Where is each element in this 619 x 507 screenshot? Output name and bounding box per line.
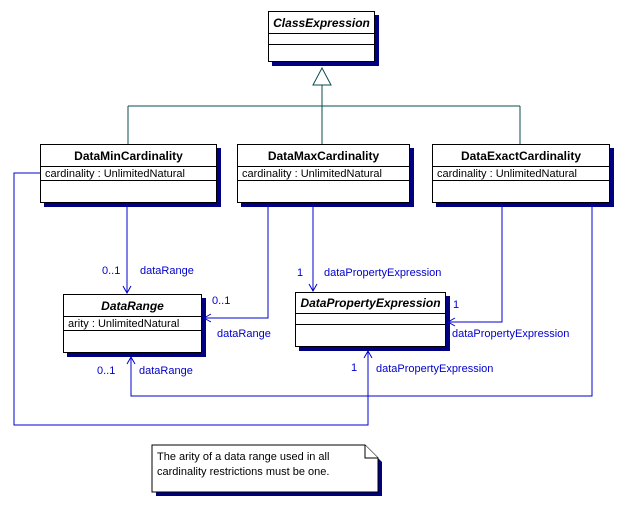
attribute-cardinality: cardinality : UnlimitedNatural xyxy=(242,167,382,180)
class-title: ClassExpression xyxy=(273,15,370,30)
multiplicity-label[interactable]: 0..1 xyxy=(212,295,231,307)
class-title: DataPropertyExpression xyxy=(300,296,441,310)
multiplicity-label[interactable]: 0..1 xyxy=(102,265,121,277)
multiplicity-label[interactable]: 1 xyxy=(453,299,460,311)
class-datamaxcardinality[interactable]: DataMaxCardinality cardinality : Unlimit… xyxy=(237,144,410,203)
multiplicity-label[interactable]: 1 xyxy=(351,362,358,374)
class-datarange[interactable]: DataRange arity : UnlimitedNatural xyxy=(63,294,202,353)
role-label[interactable]: dataRange xyxy=(217,328,271,340)
arrowhead-icon xyxy=(446,317,456,327)
multiplicity-label[interactable]: 0..1 xyxy=(97,365,116,377)
role-label[interactable]: dataPropertyExpression xyxy=(324,267,442,279)
note-line: cardinality restrictions must be one. xyxy=(157,466,330,478)
operations-compartment xyxy=(41,180,216,202)
arrowhead-icon xyxy=(202,313,212,323)
arrowhead-icon xyxy=(363,349,373,359)
attributes-compartment: cardinality : UnlimitedNatural xyxy=(238,166,409,180)
attribute-cardinality: cardinality : UnlimitedNatural xyxy=(45,167,185,180)
role-label[interactable]: dataPropertyExpression xyxy=(452,328,570,340)
attribute-cardinality: cardinality : UnlimitedNatural xyxy=(437,167,577,180)
attributes-compartment: arity : UnlimitedNatural xyxy=(64,316,201,330)
assoc-max-datapropertyexpression[interactable] xyxy=(308,203,318,293)
class-classexpression[interactable]: ClassExpression xyxy=(268,11,375,62)
attributes-compartment: cardinality : UnlimitedNatural xyxy=(41,166,216,180)
operations-compartment xyxy=(64,330,201,352)
operations-compartment xyxy=(269,44,374,61)
generalization-triangle-icon xyxy=(312,66,332,86)
operations-compartment xyxy=(238,180,409,202)
class-title: DataMinCardinality xyxy=(74,148,183,163)
generalization-links[interactable] xyxy=(127,66,521,144)
role-label[interactable]: dataRange xyxy=(139,365,193,377)
arrowhead-icon xyxy=(122,285,132,295)
class-datamincardinality[interactable]: DataMinCardinality cardinality : Unlimit… xyxy=(40,144,217,203)
arrowhead-icon xyxy=(308,283,318,293)
class-dataexactcardinality[interactable]: DataExactCardinality cardinality : Unlim… xyxy=(432,144,610,203)
operations-compartment xyxy=(296,324,445,346)
assoc-min-datarange[interactable] xyxy=(122,203,132,295)
class-title: DataMaxCardinality xyxy=(267,148,380,163)
class-title: DataExactCardinality xyxy=(460,148,582,163)
attributes-compartment: cardinality : UnlimitedNatural xyxy=(433,166,609,180)
arrowhead-icon xyxy=(126,355,136,365)
attributes-compartment xyxy=(296,313,445,324)
class-datapropertyexpression[interactable]: DataPropertyExpression xyxy=(295,292,446,347)
note-line: The arity of a data range used in all xyxy=(157,451,330,463)
role-label[interactable]: dataRange xyxy=(140,265,194,277)
multiplicity-label[interactable]: 1 xyxy=(297,267,304,279)
note-text[interactable]: The arity of a data range used in all ca… xyxy=(157,450,372,480)
attributes-compartment xyxy=(269,33,374,44)
operations-compartment xyxy=(433,180,609,202)
class-title: DataRange xyxy=(101,298,164,313)
attribute-arity: arity : UnlimitedNatural xyxy=(68,317,180,330)
role-label[interactable]: dataPropertyExpression xyxy=(376,363,494,375)
